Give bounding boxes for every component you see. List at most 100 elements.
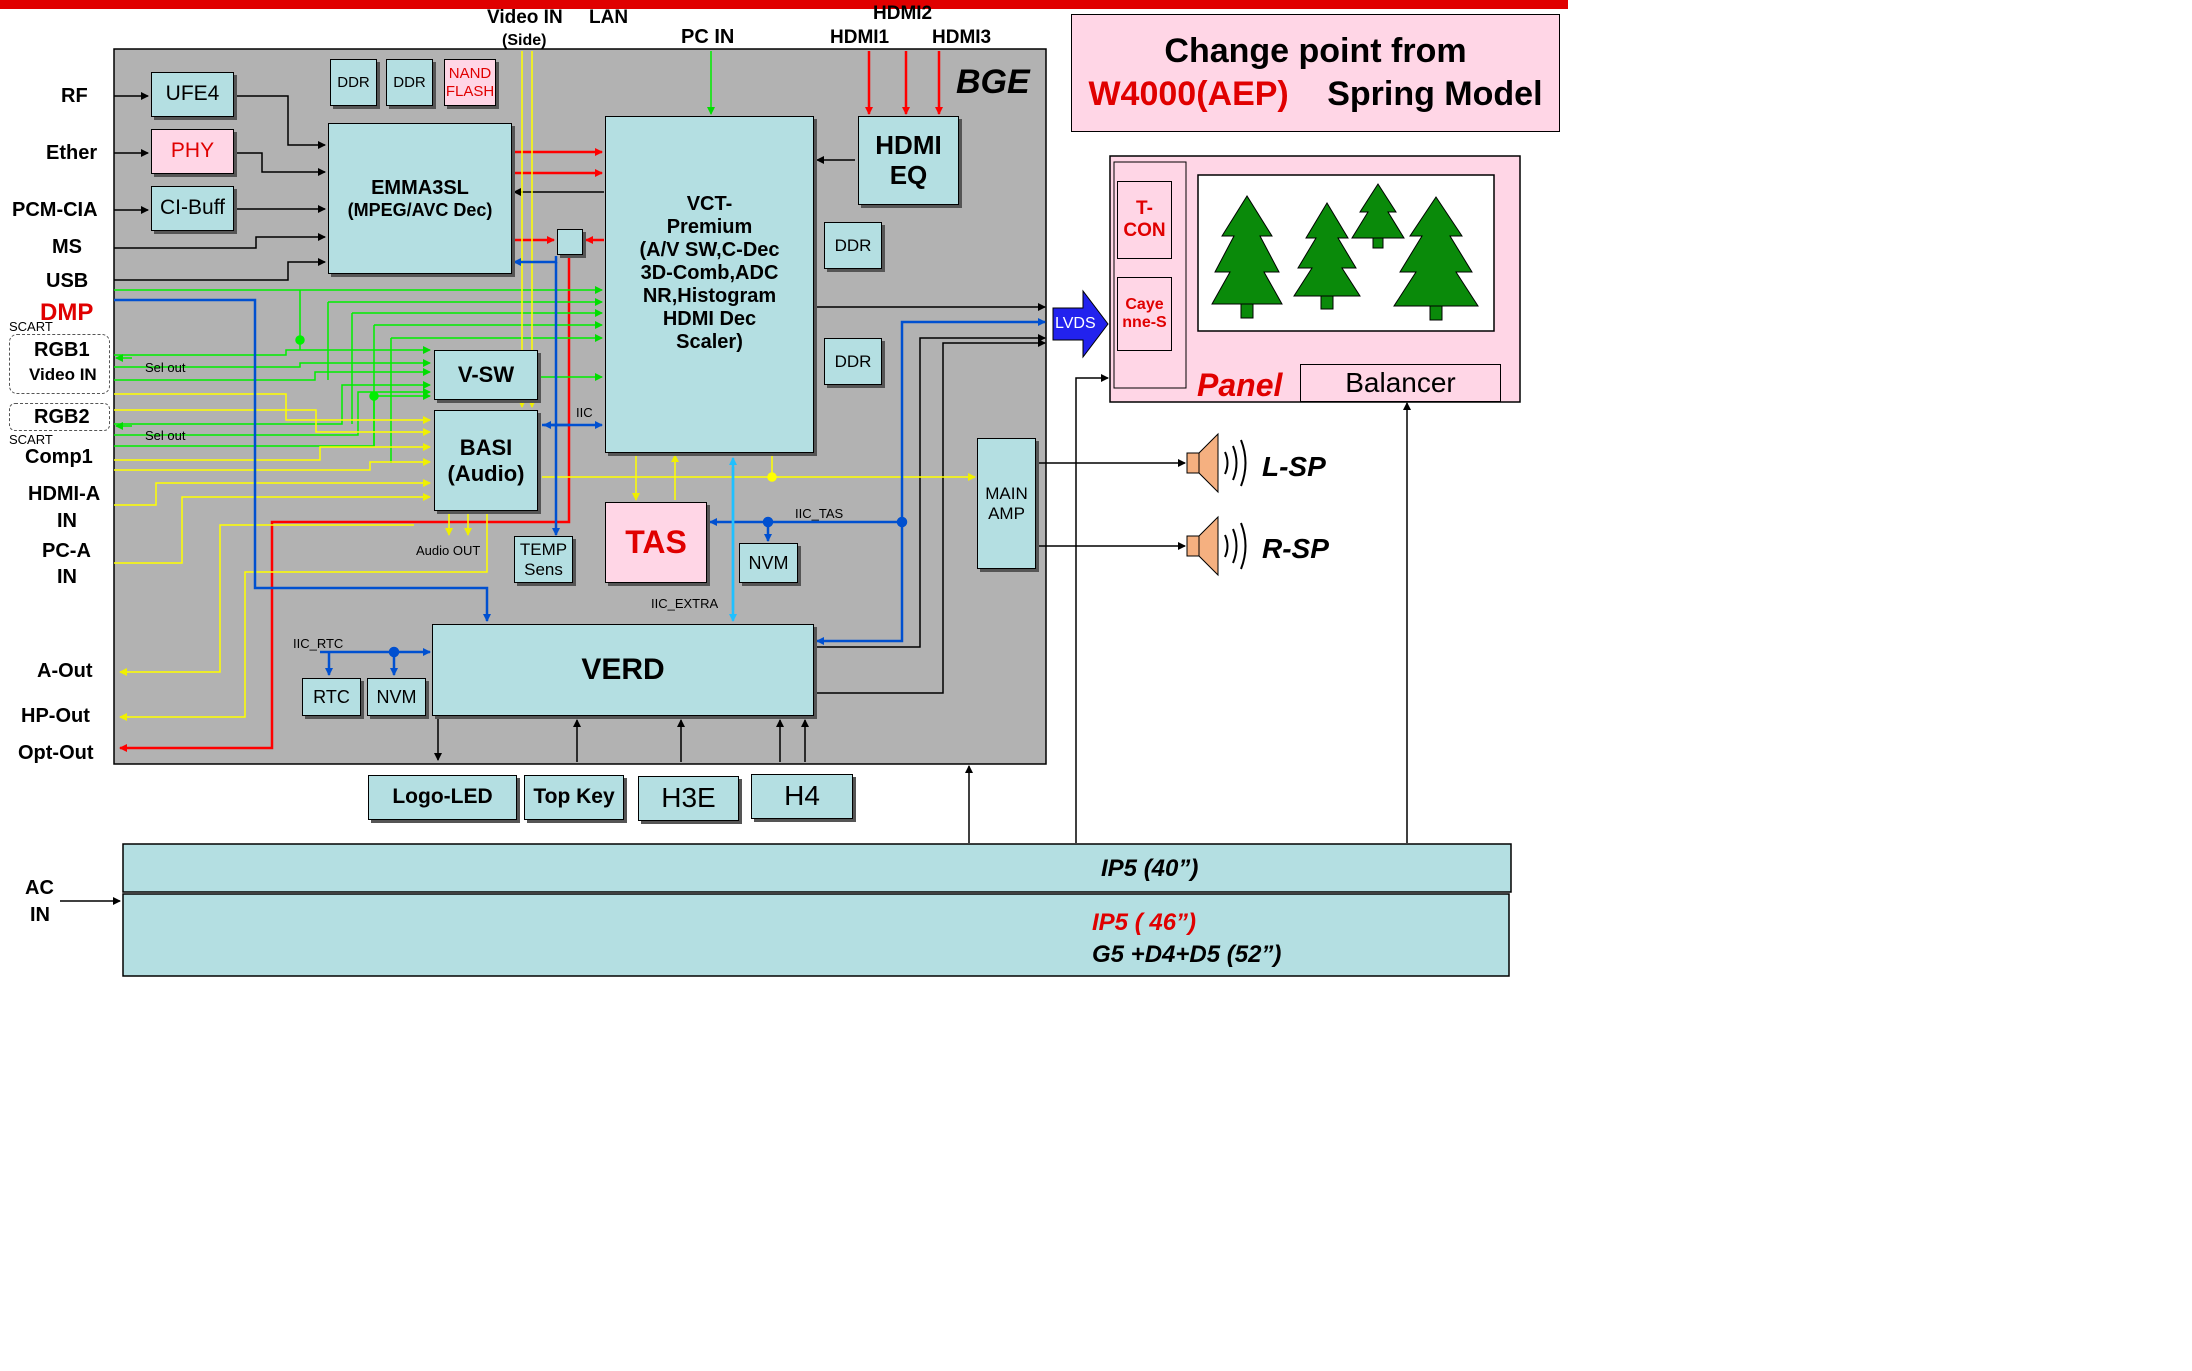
change-point-title: Change point from xyxy=(1164,31,1467,70)
vct-line-4: 3D-Comb,ADC xyxy=(640,262,779,284)
label-r-sp: R-SP xyxy=(1262,533,1329,564)
top-key-block: Top Key xyxy=(524,775,624,820)
vct-premium-block: VCT- Premium (A/V SW,C-Dec 3D-Comb,ADC N… xyxy=(605,116,814,453)
label-dmp: DMP xyxy=(40,299,94,326)
rtc-block: RTC xyxy=(302,678,361,716)
speaker-left-icon xyxy=(1186,432,1247,494)
label-ether: Ether xyxy=(46,142,98,164)
tcon-line-1: T- xyxy=(1136,198,1153,220)
label-opt-out: Opt-Out xyxy=(18,742,94,764)
label-hdmi3: HDMI3 xyxy=(932,27,992,48)
temp-line-2: Sens xyxy=(524,559,563,579)
vct-line-6: HDMI Dec xyxy=(662,308,757,330)
label-pc-a-in: IN xyxy=(57,566,77,588)
label-sel-out-1: Sel out xyxy=(145,360,186,375)
label-ip5-40: IP5 (40”) xyxy=(1101,855,1199,882)
label-pcm-cia: PCM-CIA xyxy=(12,199,98,221)
vct-line-7: Scaler) xyxy=(676,331,743,353)
ddr-block-1: DDR xyxy=(330,59,377,106)
board-name: BGE xyxy=(956,63,1030,101)
main-amp-line-1: MAIN xyxy=(985,483,1028,503)
basi-block: BASI (Audio) xyxy=(434,410,538,511)
emma-desc: (MPEG/AVC Dec) xyxy=(347,199,493,220)
temp-line-1: TEMP xyxy=(519,539,568,559)
rgb1-frame xyxy=(9,334,110,394)
speaker-right-icon xyxy=(1186,515,1247,577)
verd-block: VERD xyxy=(432,624,814,716)
power-board-ip5-40 xyxy=(122,843,1512,893)
logo-led-block: Logo-LED xyxy=(368,775,517,820)
emma-name: EMMA3SL xyxy=(371,176,469,199)
label-a-out: A-Out xyxy=(37,660,93,682)
nand-label: NAND xyxy=(448,65,492,83)
label-audio-out: Audio OUT xyxy=(416,543,481,558)
label-comp1: Comp1 xyxy=(25,446,93,468)
label-iic: IIC xyxy=(576,405,593,420)
label-hdmi-a-in: IN xyxy=(57,510,77,532)
label-rgb2: RGB2 xyxy=(34,406,90,428)
vct-line-1: VCT- xyxy=(686,193,733,215)
label-l-sp: L-SP xyxy=(1262,451,1326,482)
main-amp-block: MAIN AMP xyxy=(977,438,1036,569)
h4-block: H4 xyxy=(751,774,853,819)
vct-line-5: NR,Histogram xyxy=(642,285,777,307)
change-point-model-black: Spring Model xyxy=(1327,75,1543,113)
label-lan: LAN xyxy=(589,7,629,28)
tcon-block: T- CON xyxy=(1117,181,1172,259)
black-lines xyxy=(60,92,1411,905)
cayenne-line-2: nne-S xyxy=(1122,314,1167,331)
label-usb: USB xyxy=(46,270,89,292)
vct-line-3: (A/V SW,C-Dec xyxy=(639,239,780,261)
tree-icon xyxy=(1211,183,1479,321)
rgb2-frame xyxy=(9,403,110,431)
flash-label: FLASH xyxy=(445,82,495,100)
label-hdmi1: HDMI1 xyxy=(830,27,890,48)
label-rgb1: RGB1 xyxy=(34,339,90,361)
top-band xyxy=(0,0,1568,9)
basi-line-2: (Audio) xyxy=(447,460,525,486)
hdmi-eq-block: HDMI EQ xyxy=(858,116,959,205)
label-iic-extra: IIC_EXTRA xyxy=(651,596,719,611)
label-video-in-side: (Side) xyxy=(502,32,547,49)
label-hp-out: HP-Out xyxy=(21,705,90,727)
label-g5: G5 +D4+D5 (52”) xyxy=(1092,941,1282,968)
label-sel-out-2: Sel out xyxy=(145,428,186,443)
label-ms: MS xyxy=(52,236,82,258)
ddr-block-4: DDR xyxy=(824,338,882,385)
label-video-in: Video IN xyxy=(487,7,563,28)
label-pc-in: PC IN xyxy=(681,26,735,48)
change-point-box: Change point from W4000(AEP) Spring Mode… xyxy=(1071,14,1560,132)
cayenne-block: Caye nne-S xyxy=(1117,277,1172,351)
label-ac-in: IN xyxy=(30,904,50,926)
main-amp-line-2: AMP xyxy=(988,503,1025,523)
label-ip5-46: IP5 ( 46”) xyxy=(1092,909,1197,936)
phy-block: PHY xyxy=(151,129,234,174)
change-point-model-red: W4000(AEP) xyxy=(1088,75,1289,113)
hdmi-eq-line-1: HDMI xyxy=(875,129,942,160)
cayenne-line-1: Caye xyxy=(1125,295,1164,313)
emma-block: EMMA3SL (MPEG/AVC Dec) xyxy=(328,123,512,274)
label-video-in-left: Video IN xyxy=(29,365,97,384)
label-rf: RF xyxy=(61,85,88,107)
temp-sens-block: TEMP Sens xyxy=(514,536,573,583)
label-pc-a: PC-A xyxy=(42,540,91,562)
ddr-block-2: DDR xyxy=(386,59,433,106)
label-iic-tas: IIC_TAS xyxy=(795,506,844,521)
lvds-arrow xyxy=(1052,289,1109,359)
label-ac: AC xyxy=(25,877,54,899)
nvm-block-2: NVM xyxy=(367,678,426,716)
v-sw-block: V-SW xyxy=(434,350,538,400)
tas-block: TAS xyxy=(605,502,707,583)
mux-small-block xyxy=(557,229,583,255)
label-iic-rtc: IIC_RTC xyxy=(293,636,344,651)
ddr-block-3: DDR xyxy=(824,222,882,269)
blue-lines xyxy=(114,256,1046,676)
balancer-block: Balancer xyxy=(1300,364,1501,402)
label-scart-1: SCART xyxy=(9,319,53,334)
nvm-block-1: NVM xyxy=(739,543,798,583)
hdmi-eq-line-2: EQ xyxy=(889,159,928,190)
red-lines xyxy=(119,51,943,752)
yellow-lines xyxy=(114,51,976,721)
nand-flash-block: NAND FLASH xyxy=(444,59,496,106)
lvds-label: LVDS xyxy=(1055,315,1096,332)
